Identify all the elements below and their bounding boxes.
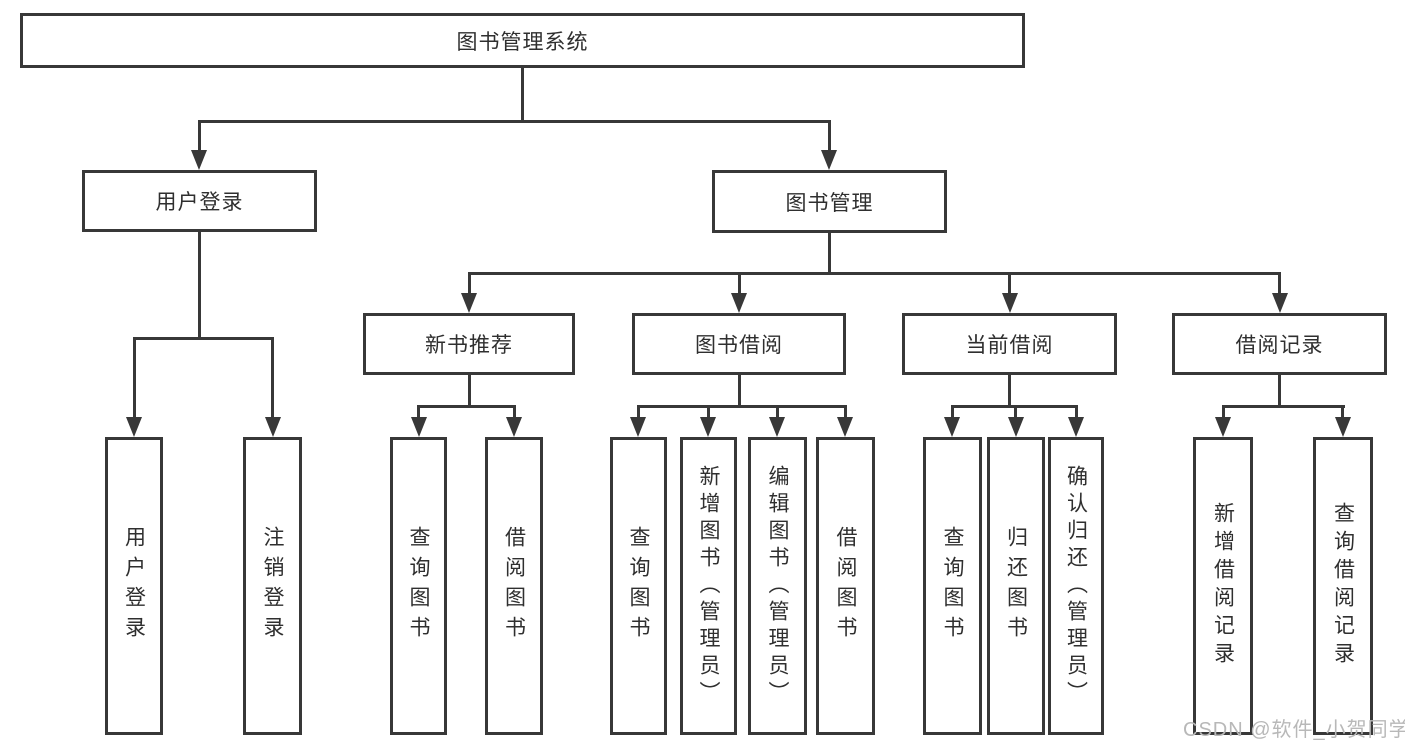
connector-line bbox=[198, 232, 201, 337]
connector-line bbox=[133, 337, 274, 340]
leaf-borrow-books: 借阅图书 bbox=[485, 437, 543, 735]
arrowhead-icon bbox=[630, 417, 646, 437]
connector-line bbox=[198, 120, 831, 123]
leaf-label: 借阅图书 bbox=[502, 526, 526, 646]
leaf-query-books: 查询图书 bbox=[610, 437, 667, 735]
leaf-label: 用户登录 bbox=[122, 526, 146, 646]
node-user-login-branch: 用户登录 bbox=[82, 170, 317, 232]
connector-line bbox=[707, 405, 710, 419]
leaf-label: 新增借阅记录 bbox=[1211, 502, 1235, 670]
csdn-watermark: CSDN @软件_小贺同学 bbox=[1183, 719, 1405, 741]
connector-line bbox=[1008, 375, 1011, 405]
connector-line bbox=[198, 120, 201, 153]
leaf-return-books: 归还图书 bbox=[987, 437, 1045, 735]
leaf-label: 查询图书 bbox=[627, 526, 650, 646]
node-root: 图书管理系统 bbox=[20, 13, 1025, 68]
leaf-label: 新增图书（管理员） bbox=[697, 464, 720, 708]
arrowhead-icon bbox=[411, 417, 427, 437]
leaf-logout: 注销登录 bbox=[243, 437, 302, 735]
connector-line bbox=[1075, 405, 1078, 419]
leaf-label: 编辑图书（管理员） bbox=[766, 464, 789, 708]
connector-line bbox=[417, 405, 420, 419]
connector-line bbox=[1341, 405, 1344, 419]
node-label: 新书推荐 bbox=[425, 334, 513, 357]
leaf-add-borrow-record: 新增借阅记录 bbox=[1193, 437, 1253, 735]
arrowhead-icon bbox=[1335, 417, 1351, 437]
leaf-borrow-books: 借阅图书 bbox=[816, 437, 875, 735]
connector-line bbox=[417, 405, 516, 408]
connector-line bbox=[738, 375, 741, 405]
node-label: 用户登录 bbox=[155, 191, 244, 214]
leaf-label: 借阅图书 bbox=[834, 526, 857, 646]
arrowhead-icon bbox=[700, 417, 716, 437]
arrowhead-icon bbox=[506, 417, 522, 437]
arrowhead-icon bbox=[1215, 417, 1231, 437]
node-label: 当前借阅 bbox=[965, 334, 1054, 357]
connector-line bbox=[776, 405, 779, 419]
connector-line bbox=[951, 405, 954, 419]
node-book-borrow: 图书借阅 bbox=[632, 313, 846, 375]
node-label: 图书借阅 bbox=[695, 334, 783, 357]
node-label: 图书管理 bbox=[785, 191, 874, 215]
leaf-label: 查询图书 bbox=[407, 526, 430, 646]
connector-line bbox=[738, 272, 741, 295]
node-new-book-recommend: 新书推荐 bbox=[363, 313, 575, 375]
connector-line bbox=[844, 405, 847, 419]
leaf-label: 查询借阅记录 bbox=[1331, 502, 1355, 670]
connector-line bbox=[1222, 405, 1225, 419]
arrowhead-icon bbox=[944, 417, 960, 437]
node-book-management-branch: 图书管理 bbox=[712, 170, 947, 233]
leaf-label: 查询图书 bbox=[941, 526, 964, 646]
node-label: 借阅记录 bbox=[1235, 334, 1324, 357]
connector-line bbox=[828, 120, 831, 153]
leaf-user-login: 用户登录 bbox=[105, 437, 163, 735]
arrowhead-icon bbox=[265, 417, 281, 437]
leaf-edit-books-admin: 编辑图书（管理员） bbox=[748, 437, 807, 735]
connector-line bbox=[1014, 405, 1017, 419]
connector-line bbox=[1008, 272, 1011, 295]
node-current-borrow: 当前借阅 bbox=[902, 313, 1117, 375]
arrowhead-icon bbox=[1272, 293, 1288, 313]
connector-line bbox=[521, 68, 524, 120]
connector-line bbox=[637, 405, 640, 419]
connector-line bbox=[1278, 375, 1281, 405]
arrowhead-icon bbox=[837, 417, 853, 437]
arrowhead-icon bbox=[126, 417, 142, 437]
arrowhead-icon bbox=[731, 293, 747, 313]
arrowhead-icon bbox=[461, 293, 477, 313]
leaf-label: 注销登录 bbox=[261, 526, 284, 646]
connector-line bbox=[637, 405, 847, 408]
leaf-query-borrow-record: 查询借阅记录 bbox=[1313, 437, 1373, 735]
connector-line bbox=[1278, 272, 1281, 295]
arrowhead-icon bbox=[1002, 293, 1018, 313]
leaf-confirm-return-admin: 确认归还（管理员） bbox=[1048, 437, 1104, 735]
connector-line bbox=[133, 337, 136, 419]
leaf-query-books: 查询图书 bbox=[390, 437, 447, 735]
connector-line bbox=[468, 375, 471, 405]
arrowhead-icon bbox=[821, 150, 837, 170]
arrowhead-icon bbox=[1068, 417, 1084, 437]
node-borrow-records: 借阅记录 bbox=[1172, 313, 1387, 375]
leaf-label: 确认归还（管理员） bbox=[1064, 464, 1088, 708]
connector-line bbox=[271, 337, 274, 419]
arrowhead-icon bbox=[769, 417, 785, 437]
connector-line bbox=[513, 405, 516, 419]
connector-line bbox=[468, 272, 1281, 275]
leaf-query-books: 查询图书 bbox=[923, 437, 982, 735]
connector-line bbox=[468, 272, 471, 295]
arrowhead-icon bbox=[191, 150, 207, 170]
leaf-label: 归还图书 bbox=[1004, 526, 1028, 646]
connector-line bbox=[1222, 405, 1345, 408]
leaf-add-books-admin: 新增图书（管理员） bbox=[680, 437, 737, 735]
connector-line bbox=[828, 233, 831, 272]
arrowhead-icon bbox=[1008, 417, 1024, 437]
node-root-label: 图书管理系统 bbox=[456, 30, 589, 54]
